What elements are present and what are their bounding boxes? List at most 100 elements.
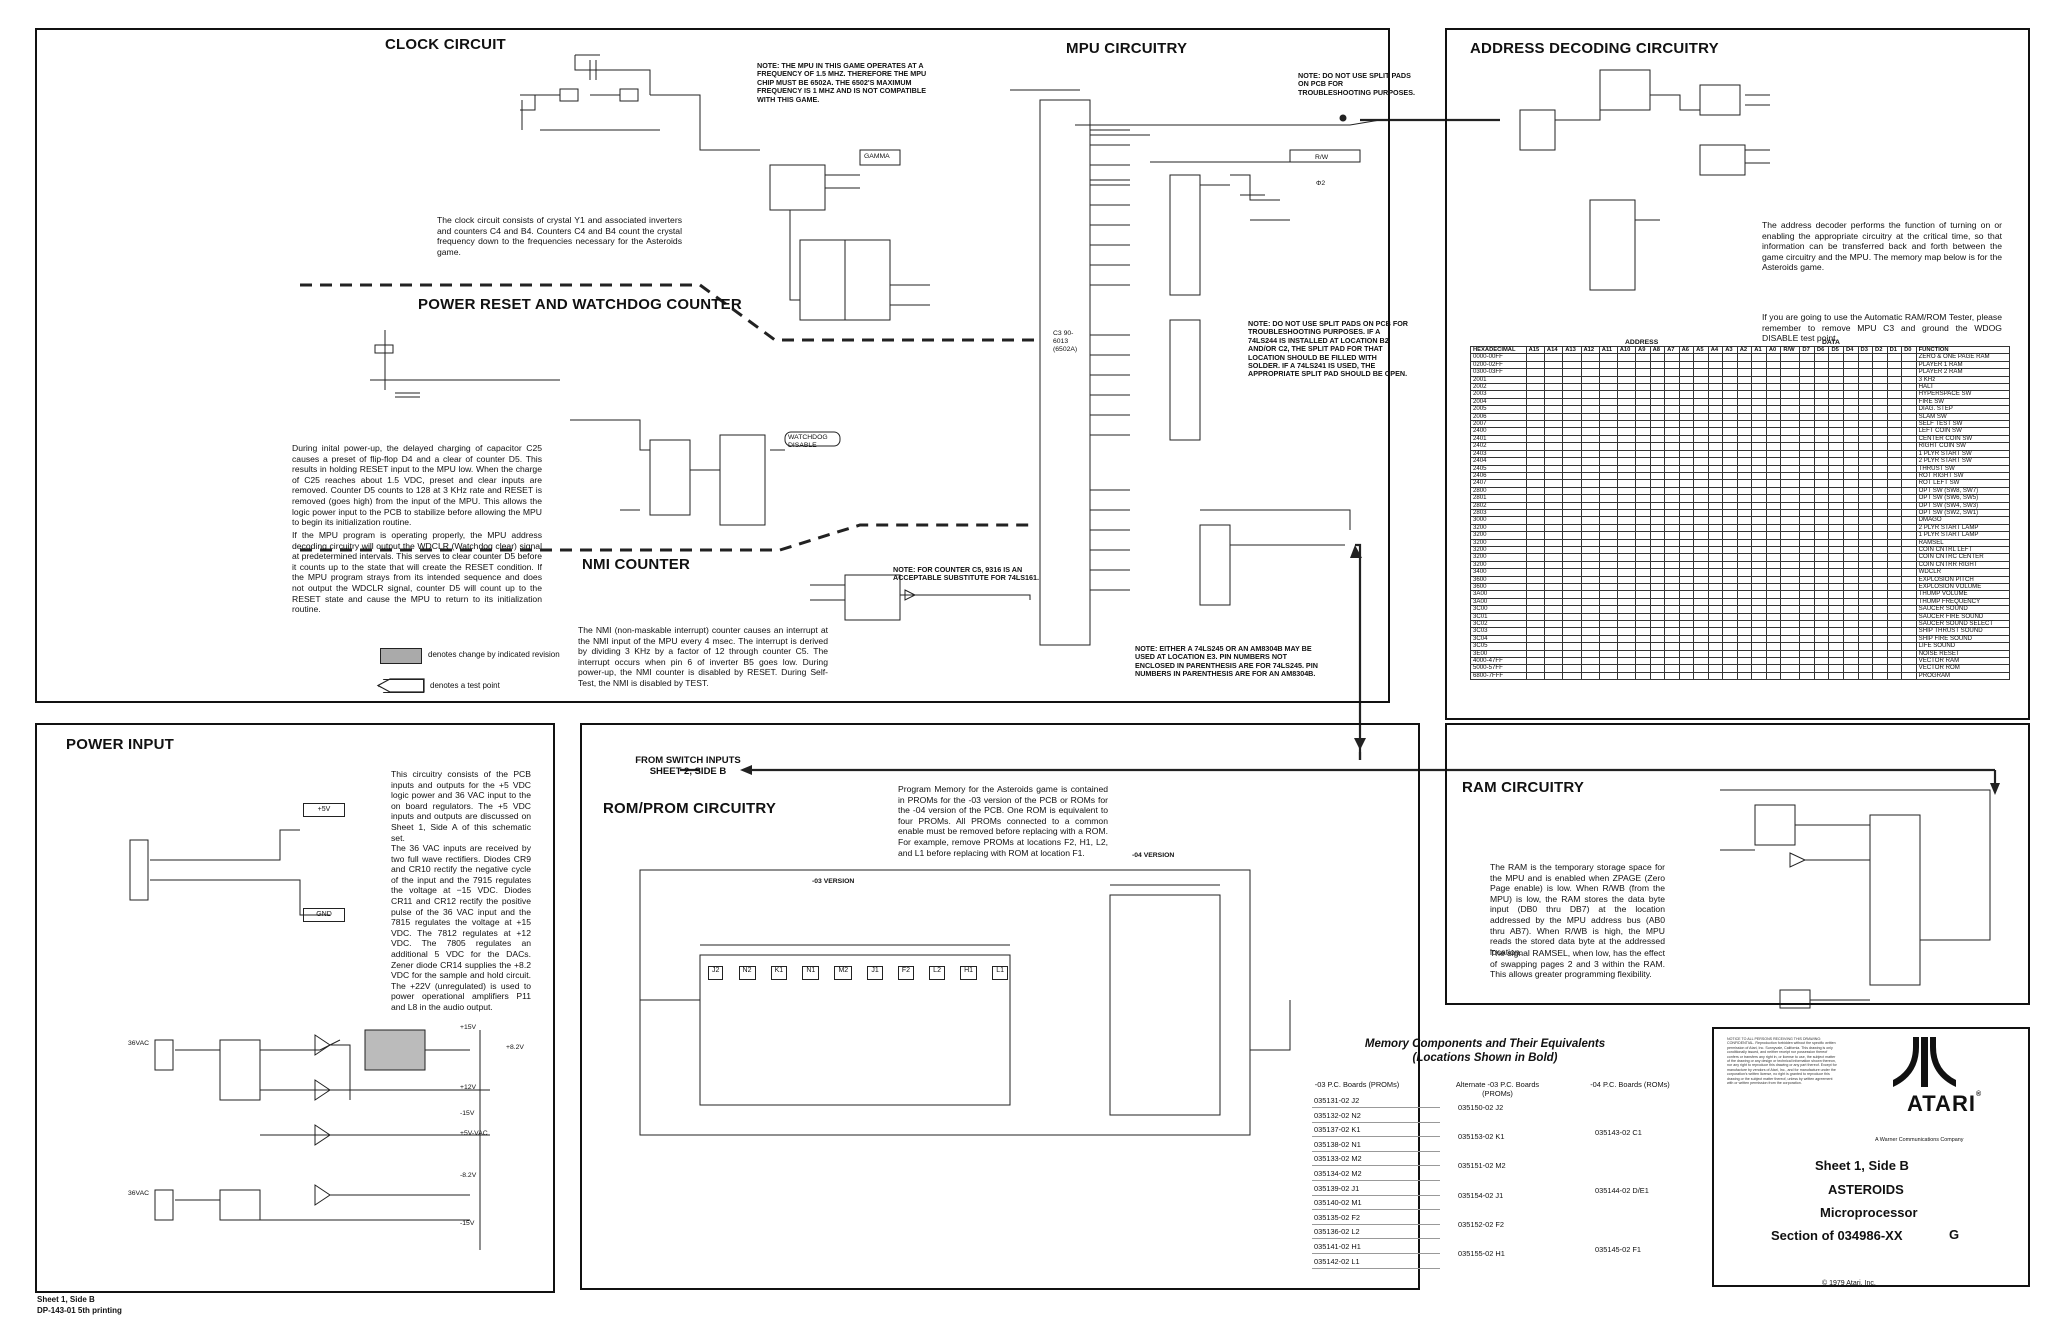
equivalent-rom-row: 035143-02 C1 [1595, 1128, 1642, 1137]
power-reset-text-2: If the MPU program is operating properly… [292, 530, 542, 615]
atari-brand: ATARI® [1907, 1091, 1983, 1116]
memory-map-function: 2 PLYR START SW [1915, 457, 2011, 466]
memory-map-function: OPT SW (SW6, SW5) [1915, 494, 2011, 503]
prom-chip: J2 [708, 966, 724, 980]
mpu-split-pad-note: NOTE: DO NOT USE SPLIT PADS ON PCB FOR T… [1298, 71, 1416, 97]
memory-map-bit [1780, 434, 1801, 444]
prom-chip: K1 [770, 966, 788, 980]
copyright: © 1979 Atari, Inc. [1822, 1280, 1876, 1287]
mpu-title: MPU CIRCUITRY [1066, 40, 1188, 57]
memory-map-bit [1616, 464, 1637, 473]
plus8v-label: +8.2V [506, 1044, 524, 1051]
plus15v-label: +15V [460, 1024, 477, 1031]
equivalents-title: Memory Components and Their Equivalents [1364, 1038, 1606, 1050]
memory-map-bit [1616, 479, 1637, 488]
memory-map-function: EXPLOSION VOLUME [1915, 582, 2011, 592]
equivalent-divider [1312, 1223, 1440, 1225]
plus5v-test-point: +5V [303, 803, 345, 817]
top-left-panel [35, 28, 1390, 703]
equivalent-divider [1312, 1150, 1440, 1152]
gnd-test-point: GND [303, 908, 345, 922]
equivalent-divider [1312, 1253, 1440, 1254]
prom-chip: N2 [738, 966, 756, 980]
minus15v-label: -15V [460, 1110, 475, 1117]
memory-map-bit [1780, 397, 1801, 407]
power-input-text-2: The 36 VAC inputs are received by two fu… [391, 843, 531, 1012]
equivalent-prom-row: 035131-02 J2 [1314, 1096, 1360, 1105]
memory-map-bit [1616, 494, 1637, 503]
equivalents-col2: Alternate -03 P.C. Boards (PROMs) [1455, 1080, 1540, 1098]
memory-map-bit [1616, 449, 1637, 459]
equivalent-divider [1312, 1238, 1440, 1240]
memory-map-bit [1580, 360, 1600, 370]
memory-map-function: 3 KHz [1915, 375, 2011, 385]
memory-map-bit [1580, 397, 1600, 407]
memory-map-function: COIN CNTRC CENTER [1915, 553, 2011, 562]
power-input-schematic [129, 829, 490, 1250]
memory-map-bit [1616, 383, 1637, 392]
clock-description: The clock circuit consists of crystal Y1… [437, 215, 682, 257]
minus8v-label: -8.2V [460, 1172, 477, 1179]
rom-panel [580, 723, 1420, 1290]
memory-map-bit [1580, 449, 1600, 459]
equivalent-prom-row: 035138-02 N1 [1314, 1139, 1361, 1149]
clock-schematic [520, 54, 930, 321]
memory-map-function: PLAYER 1 RAM [1915, 360, 2011, 370]
equivalent-alt-row: 035155-02 H1 [1458, 1249, 1505, 1258]
nmi-schematic [810, 574, 1031, 621]
memory-map-bit [1580, 457, 1600, 466]
equivalent-divider [1312, 1107, 1440, 1108]
memory-map-bit [1580, 368, 1600, 377]
equivalent-prom-row: 035137-02 K1 [1314, 1125, 1361, 1135]
memory-map-bit [1616, 671, 1637, 681]
memory-map-bit [1580, 434, 1600, 444]
equivalent-alt-row: 035151-02 M2 [1458, 1161, 1506, 1171]
mpu-transceiver-note: NOTE: EITHER A 74LS245 OR AN AM8304B MAY… [1135, 644, 1318, 679]
nmi-description: The NMI (non-maskable interrupt) counter… [578, 625, 828, 688]
memory-map-bit [1616, 390, 1637, 399]
memory-map-function: THUMP VOLUME [1915, 590, 2011, 599]
memory-map-bit [1580, 464, 1600, 473]
memory-map-bit [1580, 412, 1600, 422]
memory-map-function: SLAM SW [1915, 412, 2011, 422]
equivalents-col3: -04 P.C. Boards (ROMs) [1590, 1080, 1670, 1089]
memory-map-bit [1616, 405, 1637, 414]
memory-map-bit [1616, 486, 1637, 496]
prom-chip: L2 [929, 966, 945, 980]
memory-map-bit [1780, 375, 1801, 385]
version-03-label: -03 VERSION [812, 878, 855, 885]
memory-map-bit [1780, 449, 1801, 459]
memory-map-bit [1616, 368, 1637, 377]
memory-map-function: SAUCER FIRE SOUND [1915, 612, 2011, 622]
mpu-schematic [1010, 89, 1381, 646]
memory-map-bit [1780, 671, 1801, 681]
prom-chip: J1 [867, 966, 883, 980]
memory-map-bit [1780, 427, 1801, 436]
mpu-frequency-note: NOTE: THE MPU IN THIS GAME OPERATES AT A… [757, 61, 927, 104]
memory-map-bit [1580, 479, 1600, 488]
ac-input-label-1: 36VAC [128, 1040, 150, 1047]
memory-map-bit [1616, 353, 1637, 362]
memory-map-function: LEFT COIN SW [1915, 427, 2011, 436]
legend-change-label: denotes change by indicated revision [428, 650, 560, 659]
equivalent-divider [1312, 1209, 1440, 1211]
memory-map-bit [1616, 412, 1637, 422]
memory-map-bit [1616, 457, 1637, 466]
warner-company: A Warner Communications Company [1875, 1137, 1964, 1143]
memory-map-bit [1580, 501, 1600, 510]
memory-map-bit [1616, 442, 1637, 451]
